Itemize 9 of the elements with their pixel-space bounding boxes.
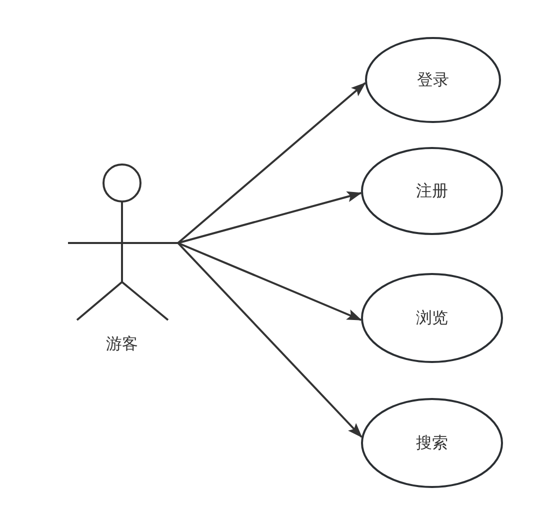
arrow — [178, 191, 362, 244]
use-case-ellipse: 登录 — [365, 37, 501, 123]
arrow — [178, 242, 362, 321]
use-case-ellipse: 浏览 — [361, 273, 503, 363]
arrow — [177, 82, 366, 244]
actor-label: 游客 — [106, 334, 138, 354]
arrow — [177, 242, 362, 438]
use-case-ellipse: 搜索 — [361, 398, 503, 488]
use-case-ellipse: 注册 — [361, 147, 503, 235]
